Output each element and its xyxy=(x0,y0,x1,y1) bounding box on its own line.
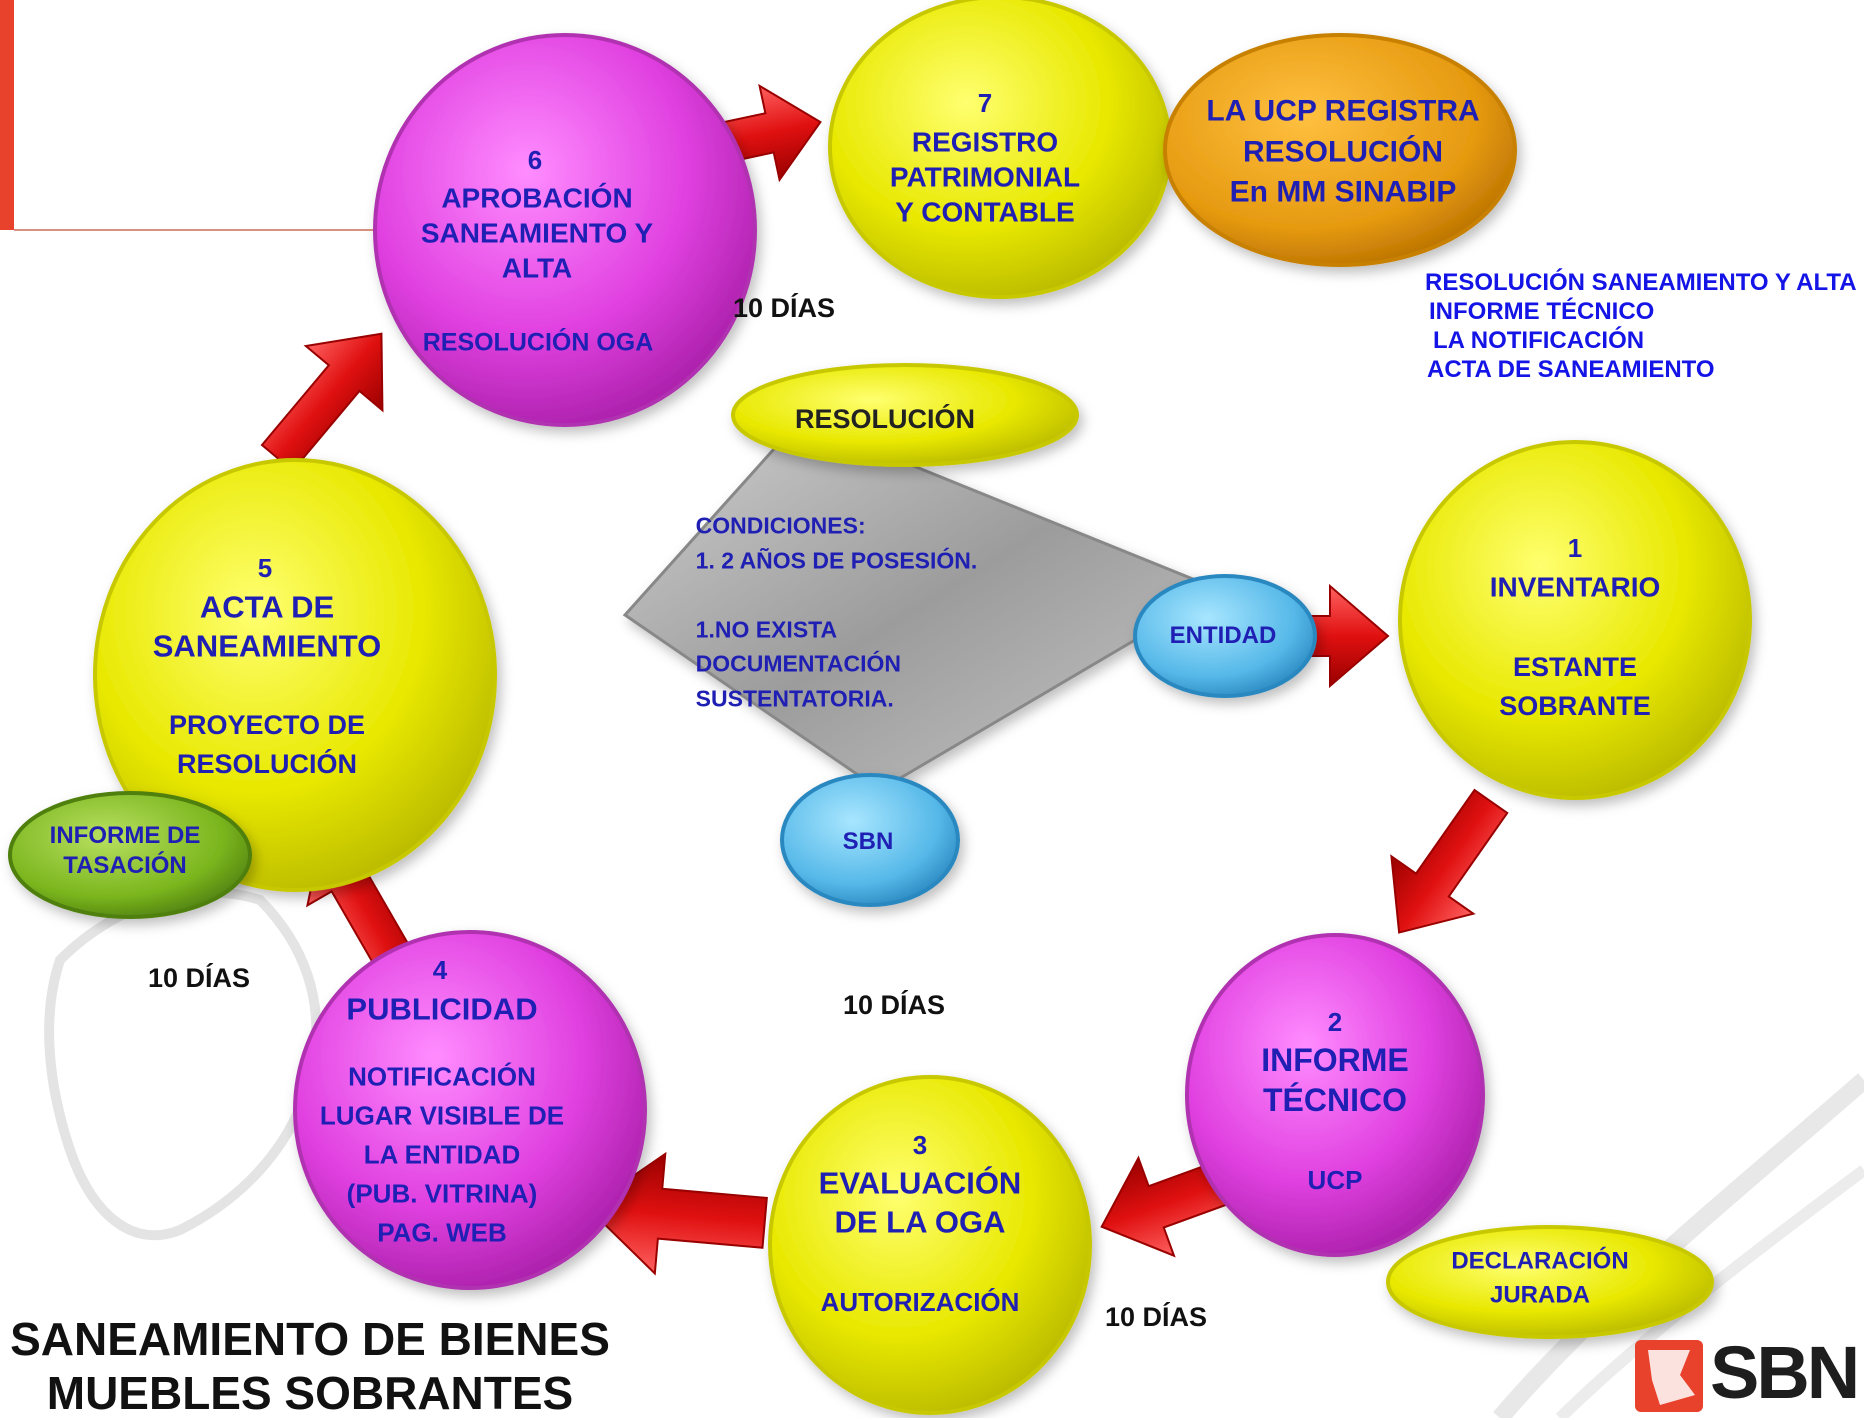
days-label-2-3: 10 DÍAS xyxy=(1105,1302,1208,1332)
documents-list-item: INFORME TÉCNICO xyxy=(1429,298,1655,325)
diagram-title-line-2: MUEBLES SOBRANTES xyxy=(46,1367,574,1419)
node-5-detail: PROYECTO DE RESOLUCIÓN xyxy=(168,709,366,779)
days-label-4-5: 10 DÍAS xyxy=(148,963,251,993)
sbn-logo-text: SBN xyxy=(1710,1331,1860,1414)
node-6-title: APROBACIÓN SANEAMIENTO Y ALTA xyxy=(420,182,654,284)
node-2-title: INFORME TÉCNICO xyxy=(1261,1042,1409,1118)
node-1-detail: ESTANTE SOBRANTE xyxy=(1499,651,1651,721)
conditions-text: CONDICIONES: 1. 2 AÑOS DE POSESIÓN. 1.NO… xyxy=(695,512,978,712)
declaracion-jurada-text: DECLARACIÓN JURADA xyxy=(1451,1247,1629,1308)
accent-bar xyxy=(0,0,14,230)
ucp-registra-oval xyxy=(1163,33,1517,267)
documents-list: RESOLUCIÓN SANEAMIENTO Y ALTA INFORME TÉ… xyxy=(1425,268,1857,384)
ucp-registra-text: LA UCP REGISTRA RESOLUCIÓN En MM SINABIP xyxy=(1206,94,1480,209)
entidad-label: ENTIDAD xyxy=(1169,622,1277,649)
node-4-detail: NOTIFICACIÓN LUGAR VISIBLE DE LA ENTIDAD… xyxy=(319,1061,565,1248)
days-label-3-4: 10 DÍAS xyxy=(843,990,946,1020)
node-6-detail: RESOLUCIÓN OGA xyxy=(422,328,654,357)
node-4-circle xyxy=(293,930,647,1290)
node-5-circle xyxy=(93,458,497,892)
diagram-title-line-1: SANEAMIENTO DE BIENES xyxy=(10,1313,610,1365)
swoosh-decoration xyxy=(1493,1073,1864,1418)
declaracion-jurada-oval xyxy=(1386,1225,1714,1339)
documents-list-item: ACTA DE SANEAMIENTO xyxy=(1427,356,1715,383)
resolucion-oval xyxy=(731,363,1079,467)
node-2-detail: UCP xyxy=(1307,1164,1363,1195)
node-4-title: PUBLICIDAD xyxy=(346,991,538,1027)
node-2-circle xyxy=(1185,933,1485,1257)
documents-list-item: RESOLUCIÓN SANEAMIENTO Y ALTA xyxy=(1425,269,1857,296)
documents-list-item: LA NOTIFICACIÓN xyxy=(1433,327,1645,354)
node-3-number: 3 xyxy=(912,1129,928,1160)
node-3-circle xyxy=(768,1075,1092,1415)
sbn-oval-label: SBN xyxy=(842,828,894,855)
sbn-logo-emblem xyxy=(1635,1340,1703,1412)
entidad-oval xyxy=(1133,574,1317,698)
node-7-number: 7 xyxy=(977,87,993,118)
sbn-oval xyxy=(780,773,960,907)
informe-tasacion-text: INFORME DE TASACIÓN xyxy=(49,822,201,879)
diagram-title: SANEAMIENTO DE BIENES MUEBLES SOBRANTES xyxy=(0,1312,640,1420)
arrow-5-to-6 xyxy=(260,332,384,473)
node-2-number: 2 xyxy=(1327,1006,1343,1037)
node-4-number: 4 xyxy=(432,954,448,985)
resolucion-label: RESOLUCIÓN xyxy=(794,404,976,435)
node-3-detail: AUTORIZACIÓN xyxy=(820,1286,1020,1317)
node-1-number: 1 xyxy=(1567,532,1583,563)
days-label-6-7: 10 DÍAS xyxy=(733,293,836,323)
node-5-number: 5 xyxy=(257,552,273,583)
node-3-title: EVALUACIÓN DE LA OGA xyxy=(818,1165,1022,1239)
node-5-title: ACTA DE SANEAMIENTO xyxy=(152,589,382,663)
arrow-1-to-2 xyxy=(1390,788,1509,934)
node-7-title: REGISTRO PATRIMONIAL Y CONTABLE xyxy=(889,126,1081,228)
node-6-number: 6 xyxy=(527,144,543,175)
node-6-circle xyxy=(373,33,757,427)
informe-tasacion-oval xyxy=(8,791,252,919)
node-1-circle xyxy=(1398,440,1752,800)
node-1-title: INVENTARIO xyxy=(1489,571,1661,603)
